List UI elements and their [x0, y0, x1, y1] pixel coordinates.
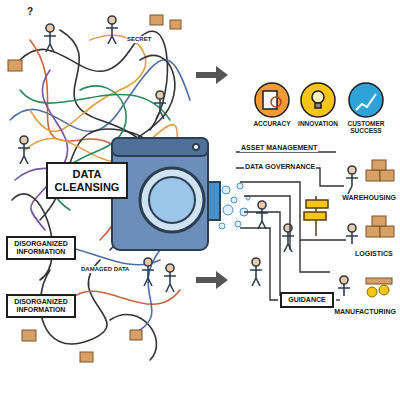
value-icons-part — [301, 83, 335, 117]
box-text: GUIDANCE — [284, 296, 330, 304]
people-part — [348, 166, 356, 174]
signpost-part — [306, 200, 328, 208]
people-part — [46, 24, 54, 32]
industry-label: LOGISTICS — [354, 250, 394, 258]
industry-label: WAREHOUSING — [341, 194, 397, 202]
signpost-part — [304, 212, 326, 220]
big-arrows-part — [196, 271, 228, 289]
flow-lines-part — [244, 196, 290, 250]
parcels-part — [22, 330, 36, 341]
people-part — [258, 201, 266, 209]
value-icons-part — [356, 94, 376, 110]
bubbles-part — [222, 186, 230, 194]
industry-icons-part — [380, 170, 394, 181]
people-part — [144, 258, 152, 266]
tangle-part — [20, 31, 167, 130]
flow-lines — [236, 152, 346, 300]
washing-machine-part — [208, 182, 220, 220]
people-part — [142, 266, 154, 286]
value-icons-part — [349, 83, 383, 117]
people-part — [106, 24, 118, 44]
value-icons-part — [255, 83, 289, 117]
bubbles — [219, 183, 250, 229]
people-part — [346, 232, 358, 244]
people-part — [346, 174, 358, 194]
people-part — [166, 264, 174, 272]
sign-box: GUIDANCE — [280, 292, 334, 308]
value-label: CUSTOMER SUCCESS — [336, 120, 396, 135]
value-label: ACCURACY — [250, 120, 294, 127]
tangle-part — [31, 70, 68, 230]
value-icons — [255, 83, 383, 117]
flow-lines-part — [240, 182, 346, 240]
industry-icons-part — [366, 170, 380, 181]
people-part — [340, 276, 348, 284]
value-icons-part — [312, 91, 324, 103]
industry-icons — [366, 160, 394, 297]
industry-icons-part — [367, 287, 377, 297]
washing-machine — [112, 138, 220, 250]
parcels-part — [150, 15, 163, 25]
industry-label: MANUFACTURING — [333, 308, 397, 316]
title-box: DATA CLEANSING — [46, 162, 128, 199]
industry-icons-part — [366, 278, 392, 284]
washing-machine-part — [149, 177, 195, 223]
people-part — [284, 224, 292, 232]
bubbles-part — [235, 221, 241, 227]
tag-label: DAMAGED DATA — [80, 266, 130, 273]
tangle-part — [140, 250, 160, 330]
washing-machine-part — [193, 144, 199, 150]
tag-label: SECRET — [126, 36, 152, 43]
people-part — [44, 32, 56, 52]
people-part — [348, 224, 356, 232]
box-text: DISORGANIZED INFORMATION — [10, 240, 72, 256]
value-icons-part — [271, 97, 281, 107]
value-icons-part — [315, 103, 321, 108]
tangle-part — [70, 290, 180, 304]
people-part — [156, 91, 164, 99]
parcels-part — [80, 352, 93, 362]
people-part — [164, 272, 176, 292]
washing-machine-part — [112, 138, 208, 156]
people-part — [250, 266, 262, 286]
washing-machine-part — [140, 168, 204, 232]
people-part — [338, 284, 350, 296]
industry-icons-part — [372, 216, 386, 226]
flow-label: ASSET MANAGEMENT — [240, 144, 318, 152]
people-part — [154, 99, 166, 119]
tag-box: DISORGANIZED INFORMATION — [6, 294, 76, 318]
bubbles-part — [219, 223, 225, 229]
flow-lines-part — [300, 240, 330, 272]
bubbles-part — [237, 183, 243, 189]
value-label: INNOVATION — [295, 120, 341, 127]
bubbles-part — [223, 205, 233, 215]
industry-icons-part — [372, 160, 386, 170]
box-text: DATA CLEANSING — [52, 168, 122, 193]
big-arrows-part — [196, 66, 228, 84]
people-part — [282, 232, 294, 252]
signpost — [304, 196, 328, 236]
flow-lines-part — [244, 212, 280, 296]
flow-lines-part — [336, 299, 340, 300]
people-part — [18, 144, 30, 164]
box-text: DISORGANIZED INFORMATION — [10, 298, 72, 314]
parcels-part — [130, 330, 142, 340]
parcels-part — [170, 20, 181, 29]
people-part — [252, 258, 260, 266]
flow-lines-part — [240, 228, 278, 300]
industry-icons-part — [366, 226, 380, 237]
people-part — [108, 16, 116, 24]
people-part — [20, 136, 28, 144]
bubbles-part — [231, 197, 237, 203]
industry-icons-part — [380, 226, 394, 237]
flow-label: DATA GOVERNANCE — [244, 163, 316, 171]
parcels-part — [8, 60, 22, 71]
question-mark: ? — [26, 6, 34, 18]
industry-icons-part — [379, 285, 389, 295]
tag-box: DISORGANIZED INFORMATION — [6, 236, 76, 260]
